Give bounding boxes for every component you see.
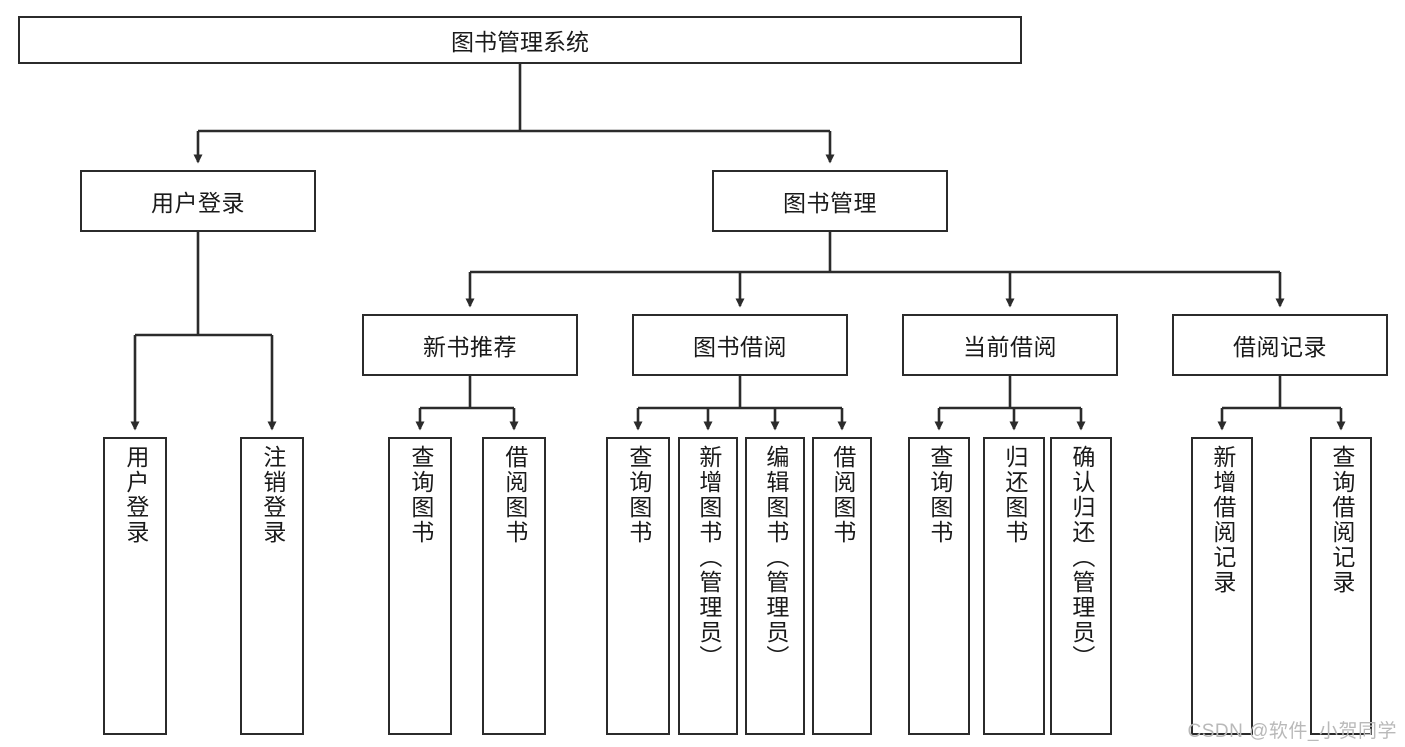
leaf-edit-book-admin[interactable]: 编辑图书（管理员）	[745, 437, 805, 735]
node-current-borrow[interactable]: 当前借阅	[902, 314, 1118, 376]
leaf-logout-label: 注销登录	[259, 445, 286, 545]
leaf-return-book-label: 归还图书	[1001, 445, 1028, 545]
leaf-add-borrow-record[interactable]: 新增借阅记录	[1191, 437, 1253, 735]
leaf-borrow-book[interactable]: 借阅图书	[812, 437, 872, 735]
leaf-query-book-borrow-label: 查询图书	[625, 445, 652, 545]
node-book-borrow-label: 图书借阅	[693, 334, 787, 360]
watermark-text: CSDN @软件_小贺同学	[1187, 721, 1397, 742]
leaf-query-borrow-record[interactable]: 查询借阅记录	[1310, 437, 1372, 735]
node-current-borrow-label: 当前借阅	[963, 334, 1057, 360]
leaf-query-book-borrow[interactable]: 查询图书	[606, 437, 670, 735]
leaf-borrow-book-recommend-label: 借阅图书	[501, 445, 528, 545]
node-root[interactable]: 图书管理系统	[18, 16, 1022, 64]
leaf-add-borrow-record-label: 新增借阅记录	[1209, 445, 1236, 595]
leaf-add-book-admin-label: 新增图书（管理员）	[695, 445, 722, 670]
node-user-login-label: 用户登录	[151, 190, 245, 216]
node-new-book-recommend[interactable]: 新书推荐	[362, 314, 578, 376]
leaf-query-borrow-record-label: 查询借阅记录	[1328, 445, 1355, 595]
node-book-borrow[interactable]: 图书借阅	[632, 314, 848, 376]
leaf-edit-book-admin-label: 编辑图书（管理员）	[762, 445, 789, 670]
leaf-borrow-book-label: 借阅图书	[829, 445, 856, 545]
node-book-management-label: 图书管理	[783, 190, 877, 216]
node-book-management[interactable]: 图书管理	[712, 170, 948, 232]
node-root-label: 图书管理系统	[451, 29, 589, 55]
leaf-query-book-recommend[interactable]: 查询图书	[388, 437, 452, 735]
node-borrow-record-label: 借阅记录	[1233, 334, 1327, 360]
leaf-confirm-return-admin-label: 确认归还（管理员）	[1068, 445, 1095, 670]
leaf-confirm-return-admin[interactable]: 确认归还（管理员）	[1050, 437, 1112, 735]
leaf-query-book-current-label: 查询图书	[926, 445, 953, 545]
node-new-book-recommend-label: 新书推荐	[423, 334, 517, 360]
leaf-return-book[interactable]: 归还图书	[983, 437, 1045, 735]
leaf-add-book-admin[interactable]: 新增图书（管理员）	[678, 437, 738, 735]
leaf-user-login[interactable]: 用户登录	[103, 437, 167, 735]
leaf-borrow-book-recommend[interactable]: 借阅图书	[482, 437, 546, 735]
leaf-query-book-recommend-label: 查询图书	[407, 445, 434, 545]
leaf-user-login-label: 用户登录	[122, 445, 149, 545]
node-user-login[interactable]: 用户登录	[80, 170, 316, 232]
leaf-query-book-current[interactable]: 查询图书	[908, 437, 970, 735]
node-borrow-record[interactable]: 借阅记录	[1172, 314, 1388, 376]
leaf-logout[interactable]: 注销登录	[240, 437, 304, 735]
